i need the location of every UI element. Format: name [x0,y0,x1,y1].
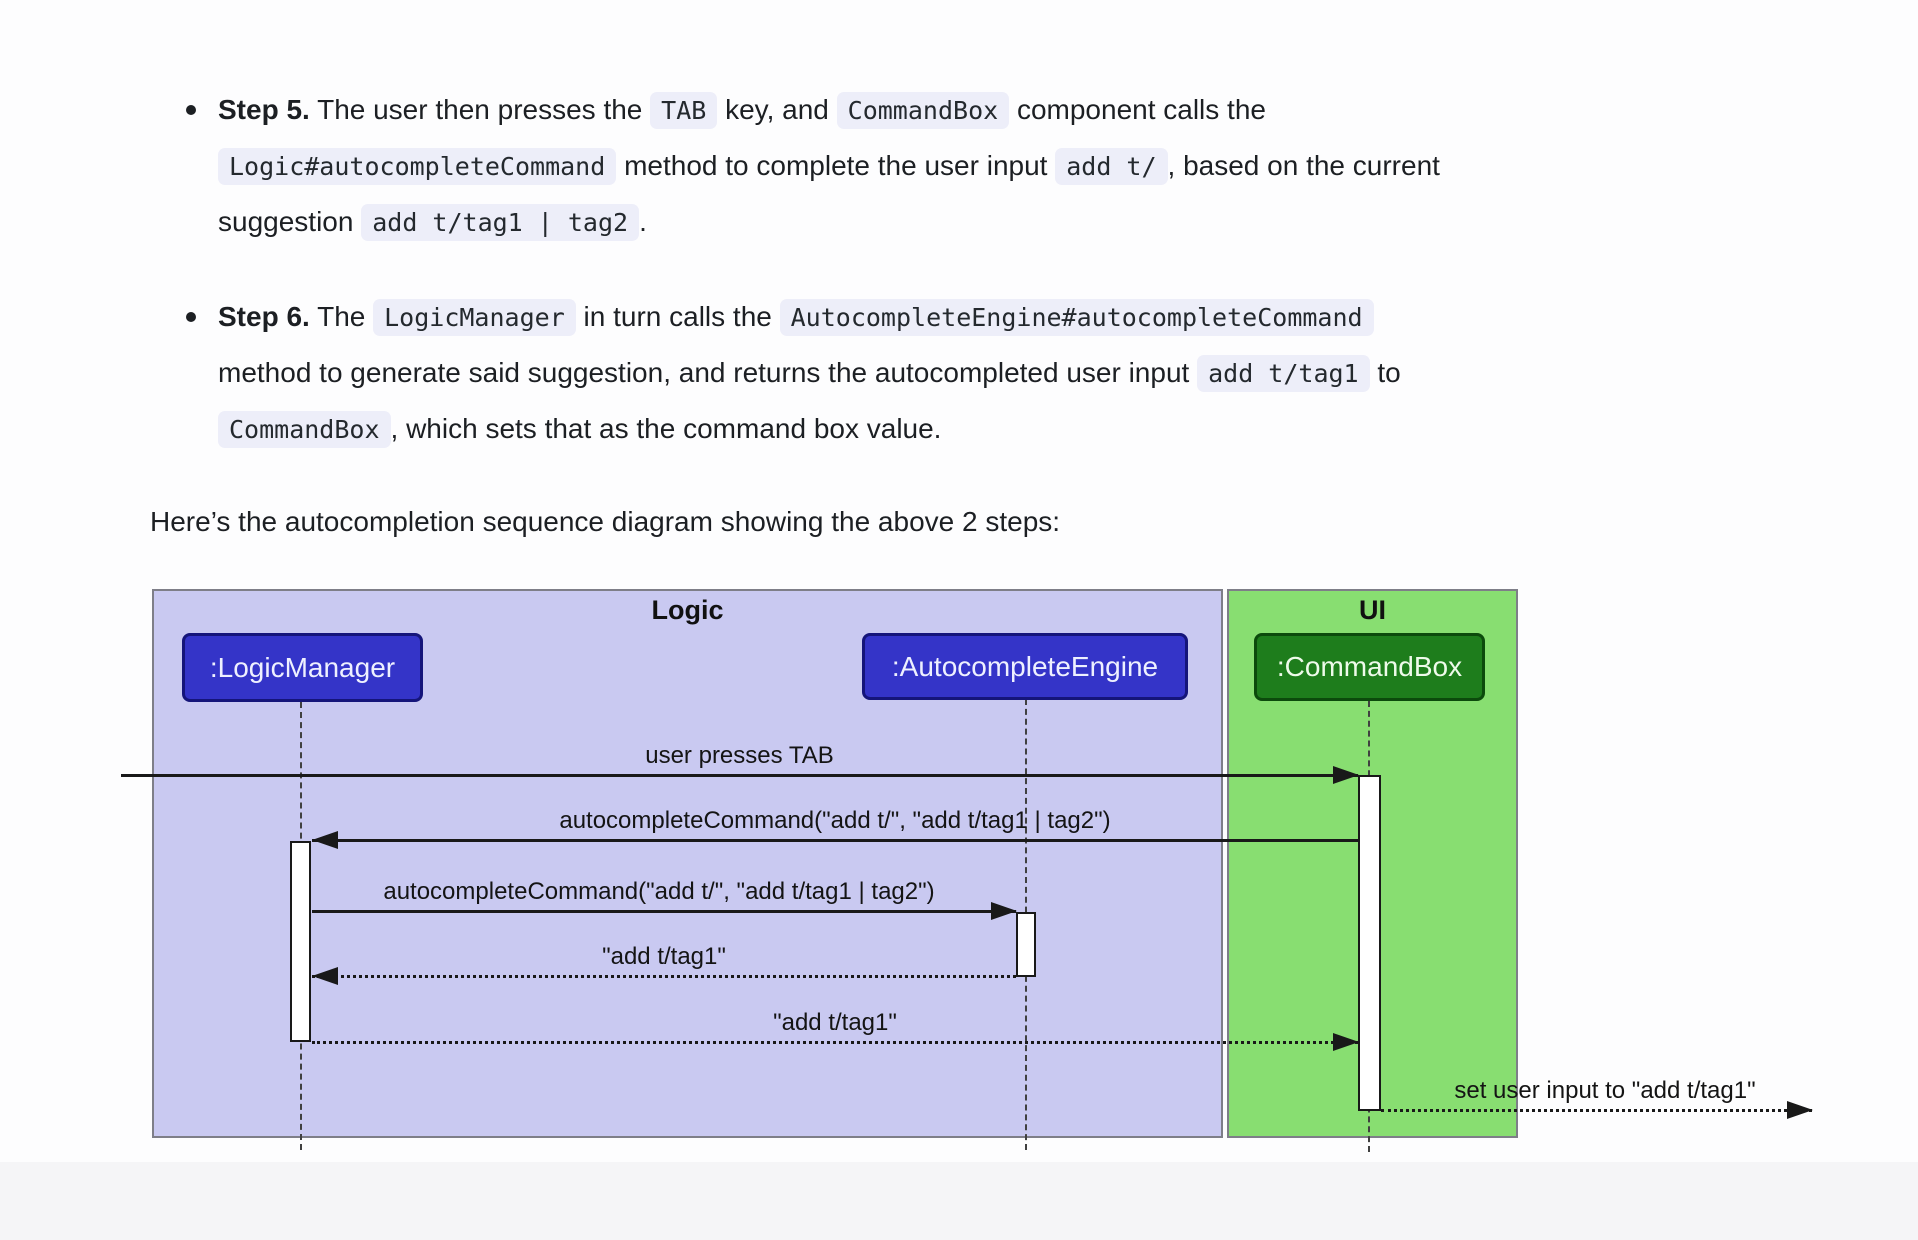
code-chip-commandbox2: CommandBox [218,411,391,448]
step6-text: The [309,301,374,332]
intro-text: Here’s the autocompletion sequence diagr… [150,506,1061,537]
autocompleteengine-activation-bar [1016,912,1036,977]
logicmanager-activation-bar [290,841,311,1042]
step5-text: key, and [717,94,837,125]
bottom-band [0,1162,1918,1240]
message-label-set-user-input: set user input to "add t/tag1" [1454,1077,1756,1104]
step5-text: The user then presses the [309,94,651,125]
step6-text: in turn calls the [575,301,780,332]
ui-frame-title: UI [1359,595,1386,625]
message-label-return-add-t-tag1: "add t/tag1" [602,943,726,970]
list-item-step5: Step 5. The user then presses the TAB ke… [186,82,1826,250]
return-message-line [312,1041,1358,1044]
step5-label: Step 5. [218,94,310,125]
step5-text: , based on the current [1167,150,1440,181]
message-line [312,910,1016,913]
bullet-icon [186,105,196,115]
list-item-step6: Step 6. The LogicManager in turn calls t… [186,289,1826,457]
arrowhead-left-icon [312,967,338,985]
step6-text: method to generate said suggestion, and … [218,357,1198,388]
bullet-icon [186,312,196,322]
code-chip-commandbox: CommandBox [836,92,1010,129]
steps-list: Step 5. The user then presses the TAB ke… [186,82,1826,457]
return-message-line [312,975,1016,978]
return-message-line [1381,1109,1812,1112]
arrowhead-left-icon [312,831,338,849]
step5-text: . [639,206,647,237]
step6-text: , which sets that as the command box val… [390,413,942,444]
code-chip-add-t-tag1: add t/tag1 [1197,355,1370,392]
logic-frame-title: Logic [651,595,724,625]
message-label-autocomplete-command-1: autocompleteCommand("add t/", "add t/tag… [559,807,1111,834]
step6-label: Step 6. [218,301,310,332]
arrowhead-right-icon [1333,766,1359,784]
message-line [121,774,1358,777]
code-chip-tab: TAB [650,92,718,129]
code-chip-suggestion: add t/tag1 | tag2 [361,204,640,241]
code-chip-logicmanager: LogicManager [373,299,576,336]
step5-text: component calls the [1009,94,1266,125]
code-chip-logic-autocomplete: Logic#autocompleteCommand [218,148,617,185]
code-chip-add-t: add t/ [1055,148,1168,185]
participant-commandbox: :CommandBox [1254,633,1485,701]
arrowhead-right-icon [991,902,1017,920]
message-label-user-presses-tab: user presses TAB [645,742,834,769]
message-line [312,839,1358,842]
participant-logicmanager: :LogicManager [182,633,423,702]
step5-text: suggestion [218,206,362,237]
commandbox-activation-bar [1358,775,1381,1111]
participant-autocompleteengine: :AutocompleteEngine [862,633,1188,700]
step5-text: method to complete the user input [616,150,1056,181]
code-chip-engine-autocomplete: AutocompleteEngine#autocompleteCommand [779,299,1374,336]
arrowhead-right-icon [1333,1033,1359,1051]
message-label-return-add-t-tag1-2: "add t/tag1" [773,1009,897,1036]
step6-text: to [1369,357,1401,388]
arrowhead-right-icon [1787,1101,1813,1119]
message-label-autocomplete-command-2: autocompleteCommand("add t/", "add t/tag… [383,878,935,905]
